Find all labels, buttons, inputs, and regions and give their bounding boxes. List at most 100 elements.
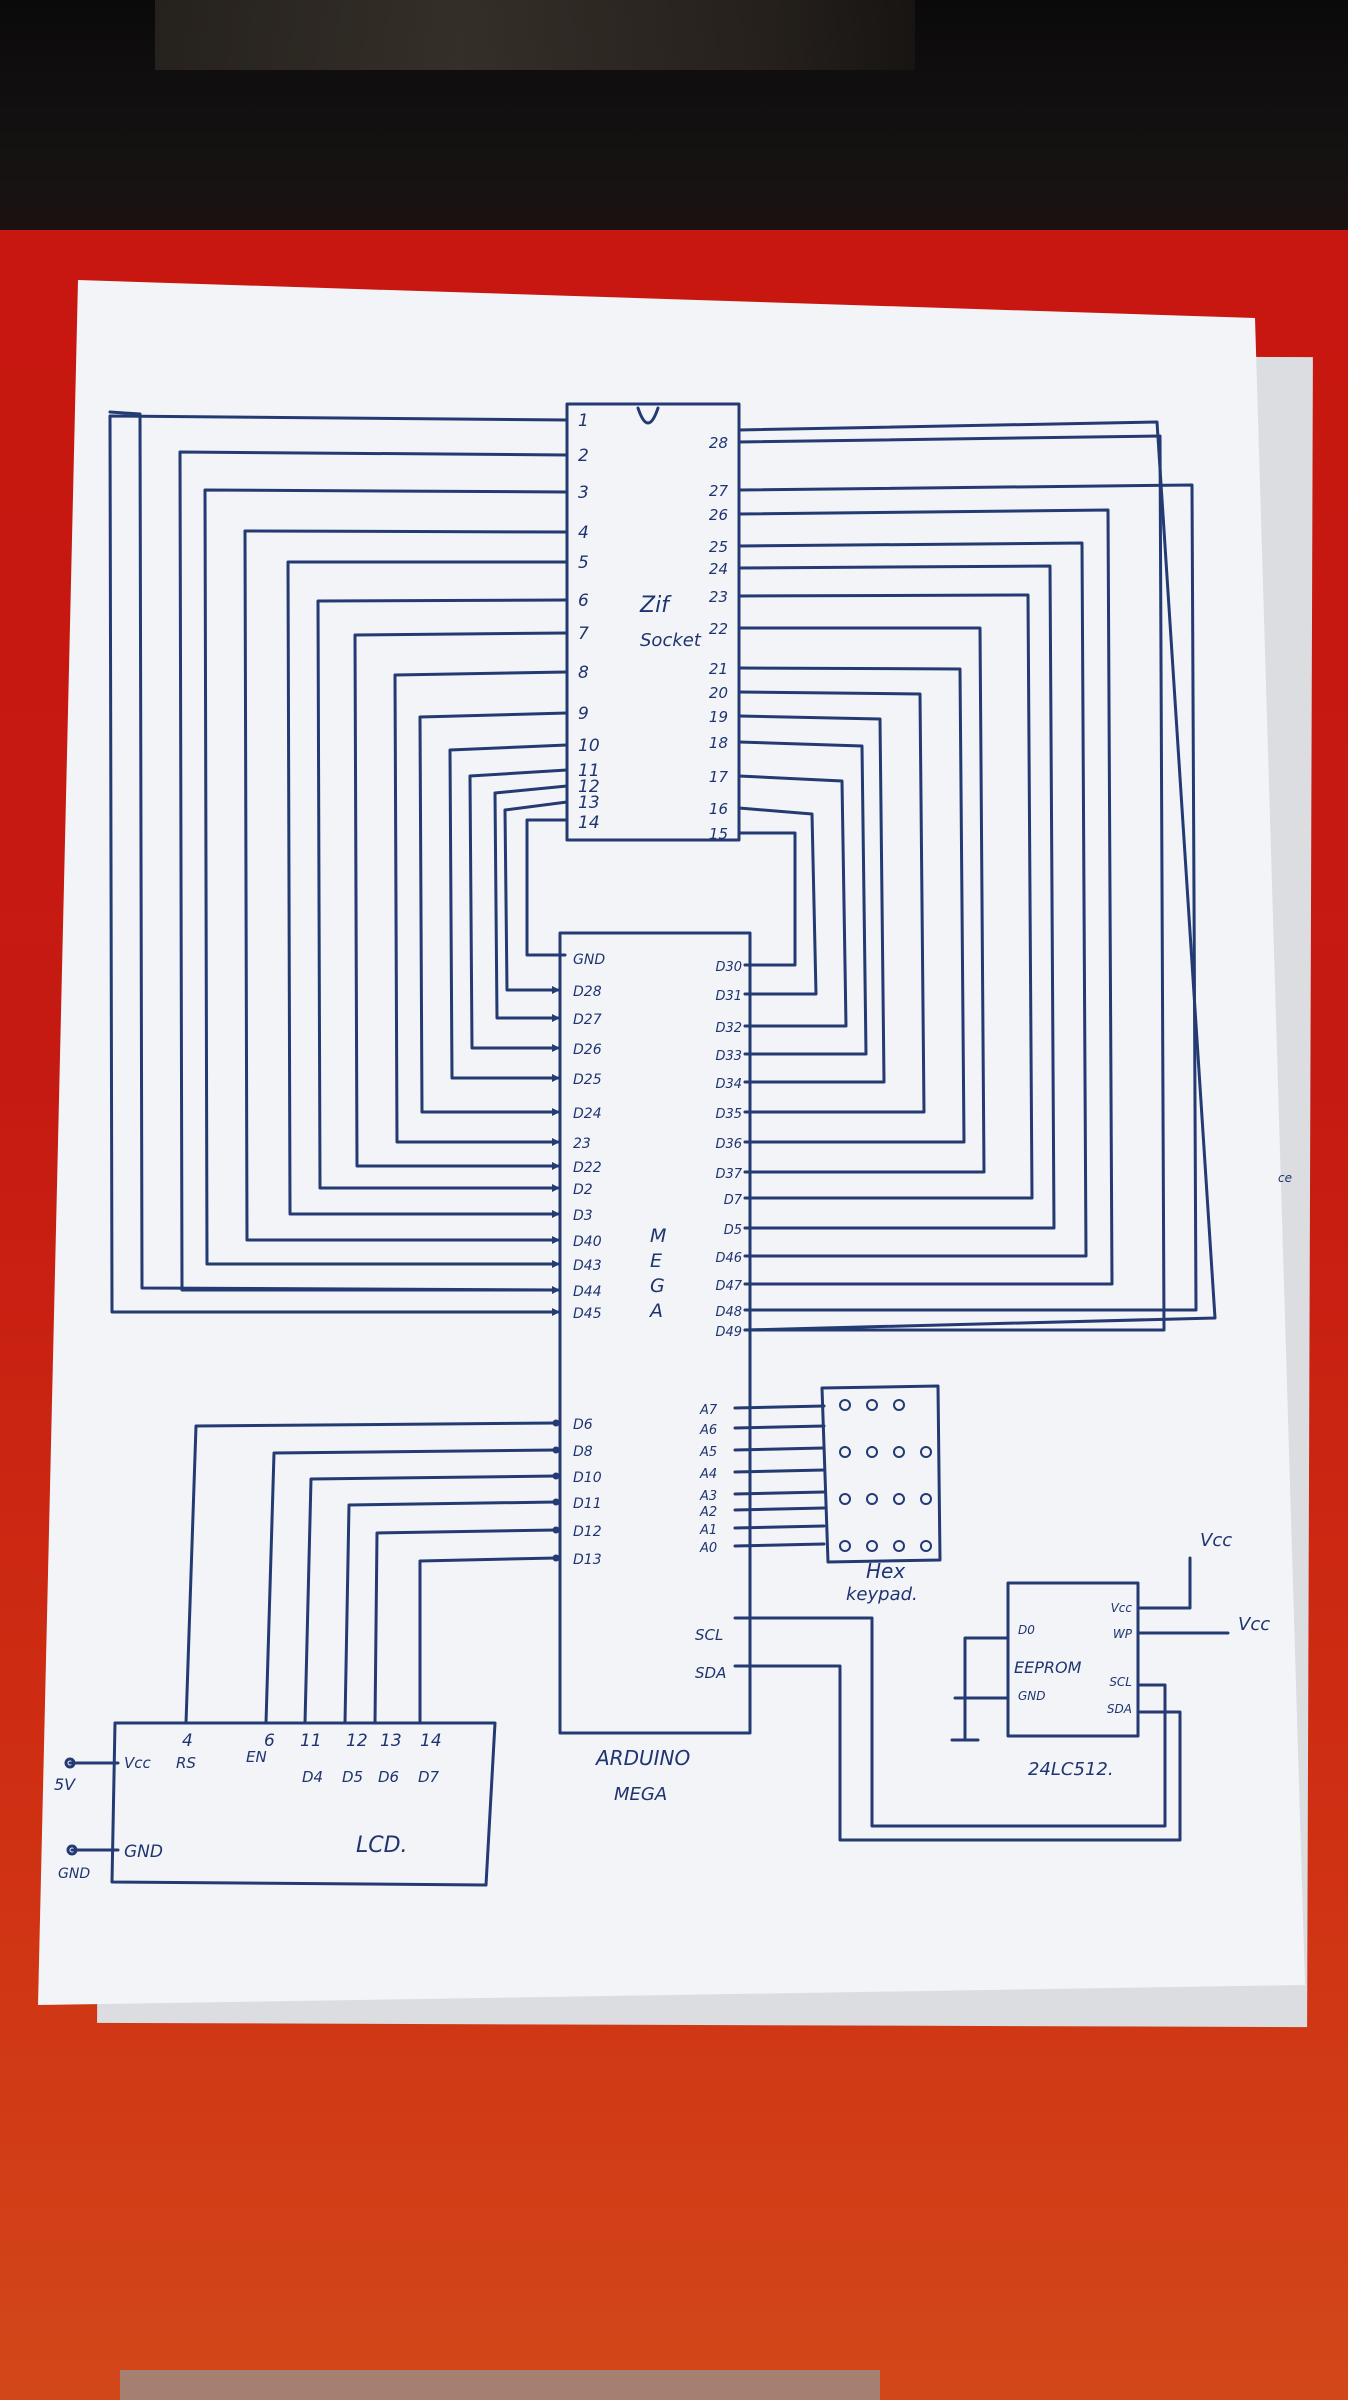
zif-pin-5: 5 — [578, 553, 589, 573]
lcd-label: LCD. — [356, 1833, 408, 1858]
mega-pin-D22: D22 — [573, 1160, 602, 1176]
zif-pin-24: 24 — [709, 560, 728, 578]
zif-pin-21: 21 — [709, 660, 728, 678]
lcd-wire-5 — [418, 1556, 558, 1725]
mega-pin-D48: D48 — [715, 1305, 742, 1320]
lcd-pin-label-D7: D7 — [418, 1768, 440, 1786]
left-wire-12 — [493, 784, 569, 1020]
zif-pin-16: 16 — [709, 800, 728, 818]
lcd-pin-label-D6: D6 — [378, 1768, 399, 1786]
mega-pin-A5: A5 — [699, 1445, 717, 1460]
left-wire-1 — [108, 414, 569, 1314]
keypad-button-0-0 — [839, 1399, 851, 1411]
keypad-button-3-2 — [893, 1540, 905, 1552]
zif-pin-18: 18 — [709, 734, 728, 752]
zif-pin-8: 8 — [578, 663, 589, 683]
eeprom-label: EEPROM — [1014, 1658, 1082, 1677]
keypad-button-3-3 — [920, 1540, 932, 1552]
right-wire-23 — [737, 593, 1034, 1200]
lcd-body — [110, 1721, 497, 1887]
mega-pin-D44: D44 — [573, 1284, 602, 1300]
keypad-wire-A2 — [733, 1506, 826, 1512]
mega-pin-A2: A2 — [699, 1505, 717, 1520]
mega-pin-D46: D46 — [715, 1251, 742, 1266]
right-wire-18 — [737, 740, 868, 1056]
mega-pin-A3: A3 — [699, 1489, 717, 1504]
keypad-button-3-0 — [839, 1540, 851, 1552]
zif-pin-27: 27 — [709, 482, 729, 500]
mega-bottom-label-2: MEGA — [614, 1784, 667, 1805]
keypad-button-0-1 — [866, 1399, 878, 1411]
mega-letter-0: M — [650, 1225, 666, 1247]
margin-mark: ce — [1278, 1171, 1292, 1185]
lcd-wire-3 — [343, 1500, 558, 1725]
keypad-label-1: Hex — [866, 1559, 905, 1583]
left-wire-11 — [468, 768, 569, 1050]
zif-pin-9: 9 — [578, 704, 589, 724]
eeprom-part: 24LC512. — [1028, 1759, 1114, 1780]
mega-pin-D36: D36 — [715, 1137, 742, 1152]
right-wire-17 — [737, 774, 848, 1028]
mega-pin-D26: D26 — [573, 1042, 602, 1058]
right-wire-21 — [737, 666, 966, 1144]
eeprom-pin-Vcc: Vcc — [1111, 1601, 1133, 1615]
left-wire-3 — [203, 488, 569, 1266]
mega-pin-D40: D40 — [573, 1234, 602, 1250]
mega-pin-D45: D45 — [573, 1306, 602, 1322]
zif-pin-20: 20 — [709, 684, 728, 702]
mega-pin-A7: A7 — [699, 1403, 718, 1418]
scl-wire — [733, 1616, 1167, 1828]
zif-pin-2: 2 — [578, 446, 589, 466]
zif-pin-19: 19 — [709, 708, 728, 726]
mega-pin-D2: D2 — [573, 1182, 593, 1198]
zif-pin-17: 17 — [709, 768, 729, 786]
keypad-button-1-3 — [920, 1446, 932, 1458]
mega-pin-A0: A0 — [699, 1541, 717, 1556]
eeprom-vcc-2: Vcc — [1238, 1614, 1270, 1635]
lcd-5v-label: 5V — [54, 1775, 76, 1794]
eeprom-pin-SCL: SCL — [1109, 1675, 1132, 1689]
zif-pin-15: 15 — [709, 825, 728, 843]
keypad-wire-A5 — [733, 1446, 826, 1452]
mega-pin-D37: D37 — [715, 1167, 742, 1182]
mega-pin-D28: D28 — [573, 984, 602, 1000]
right-wire-26 — [737, 508, 1114, 1286]
left-wire-extra — [108, 410, 560, 1292]
eeprom-pin-d0: D0 — [1018, 1623, 1035, 1637]
keypad-buttons — [839, 1399, 932, 1552]
mega-pin-D32: D32 — [715, 1021, 742, 1036]
lcd-pin-label-D5: D5 — [342, 1768, 363, 1786]
pin15-to-d30-wire — [737, 831, 797, 967]
sda-wire — [733, 1664, 1182, 1842]
zif-label-2: Socket — [640, 630, 702, 651]
mega-letters: MEGA — [648, 1225, 666, 1322]
right-wire-24 — [737, 564, 1056, 1230]
left-wire-5 — [286, 560, 569, 1216]
zif-pin-10: 10 — [578, 736, 600, 756]
zif-socket-body — [565, 402, 741, 842]
zif-pin-7: 7 — [578, 624, 589, 644]
lcd-gnd-ext-label: GND — [58, 1866, 90, 1882]
keypad-button-1-1 — [866, 1446, 878, 1458]
right-wire-bundle — [737, 420, 1217, 1332]
mega-pin-D5: D5 — [724, 1223, 742, 1238]
zif-pin-11: 11 — [578, 761, 600, 781]
left-wire-6 — [316, 598, 569, 1190]
wooden-edge — [155, 0, 915, 70]
mega-letter-3: A — [648, 1300, 663, 1322]
keypad-button-0-2 — [893, 1399, 905, 1411]
keypad-wire-A0 — [733, 1542, 826, 1548]
arduino-mega: MEGA ARDUINO MEGA D28D27D26D25D2423D22D2… — [552, 931, 826, 1805]
keypad-button-2-0 — [839, 1493, 851, 1505]
mega-pin-D35: D35 — [715, 1107, 742, 1122]
mega-pin-D27: D27 — [573, 1012, 602, 1028]
keypad-wire-A3 — [733, 1490, 826, 1496]
keypad-label-2: keypad. — [846, 1584, 918, 1605]
